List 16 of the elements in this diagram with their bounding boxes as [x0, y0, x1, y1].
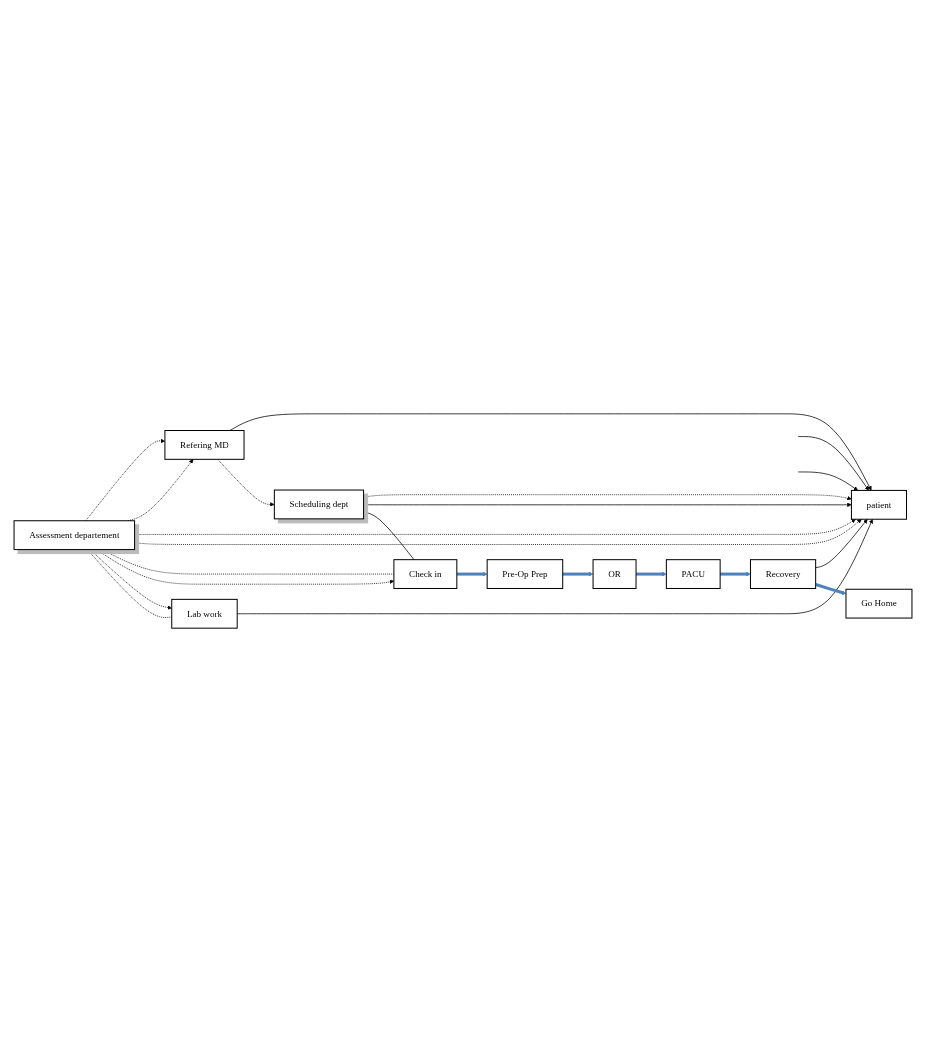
node-box: patient: [850, 489, 908, 520]
node-box: Lab work: [171, 598, 238, 629]
node-box: Refering MD: [164, 430, 245, 460]
arrow: [720, 571, 751, 577]
arrow: [562, 571, 594, 577]
arrow: [456, 571, 488, 577]
node-box: Check in: [393, 559, 458, 589]
arrow: [636, 571, 667, 577]
node-box: Scheduling dept: [273, 489, 365, 520]
connector: [363, 511, 415, 561]
node-box: Go Home: [845, 588, 913, 619]
node-box: PACU: [665, 559, 721, 589]
node-box: OR: [592, 559, 637, 589]
node-box: Recovery: [749, 559, 817, 589]
node-box: Assessment departement: [13, 520, 136, 551]
node-box: Pre-Op Prep: [486, 559, 564, 589]
